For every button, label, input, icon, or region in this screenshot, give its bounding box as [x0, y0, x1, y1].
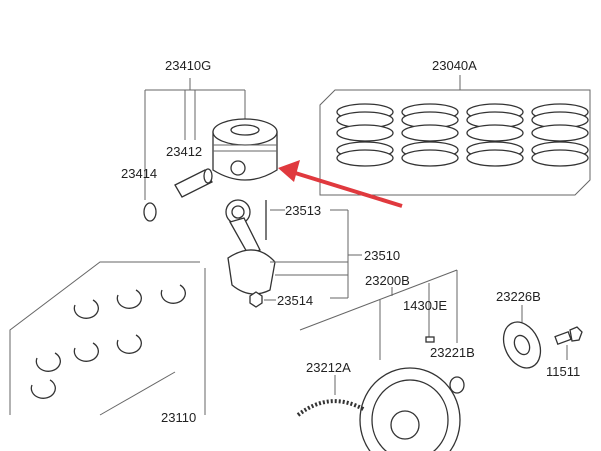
reinforcement-plate [502, 321, 542, 369]
label-23221B: 23221B [430, 345, 475, 360]
flywheel-bolt [554, 326, 583, 345]
flywheel [359, 367, 461, 451]
dowel-pin [425, 336, 435, 343]
label-23200B: 23200B [365, 273, 410, 288]
rod-nut [249, 291, 263, 308]
rod-bracket [270, 209, 362, 299]
label-23212A: 23212A [306, 360, 351, 375]
label-1430JE: 1430JE [403, 298, 447, 313]
piston-bracket [144, 78, 246, 200]
label-23513: 23513 [285, 203, 321, 218]
label-23226B: 23226B [496, 289, 541, 304]
label-23110: 23110 [161, 410, 196, 425]
ring-gear [296, 399, 366, 417]
label-23040A: 23040A [432, 58, 477, 73]
bushing [449, 376, 465, 394]
label-23514: 23514 [277, 293, 313, 308]
piston [212, 118, 278, 181]
label-23510: 23510 [364, 248, 400, 263]
snap-ring [143, 202, 157, 222]
connecting-rod [225, 199, 276, 295]
bearing-shells [30, 284, 186, 399]
piston-pin [174, 168, 213, 198]
bearing-box [9, 261, 206, 416]
label-23412: 23412 [166, 144, 202, 159]
label-23410G: 23410G [165, 58, 211, 73]
label-23414: 23414 [121, 166, 157, 181]
label-11511: 11511 [546, 364, 580, 379]
ring-set-box [319, 75, 591, 196]
flywheel-bracket [299, 269, 458, 360]
piston-rings [336, 103, 589, 167]
red-arrow-icon [278, 160, 403, 208]
